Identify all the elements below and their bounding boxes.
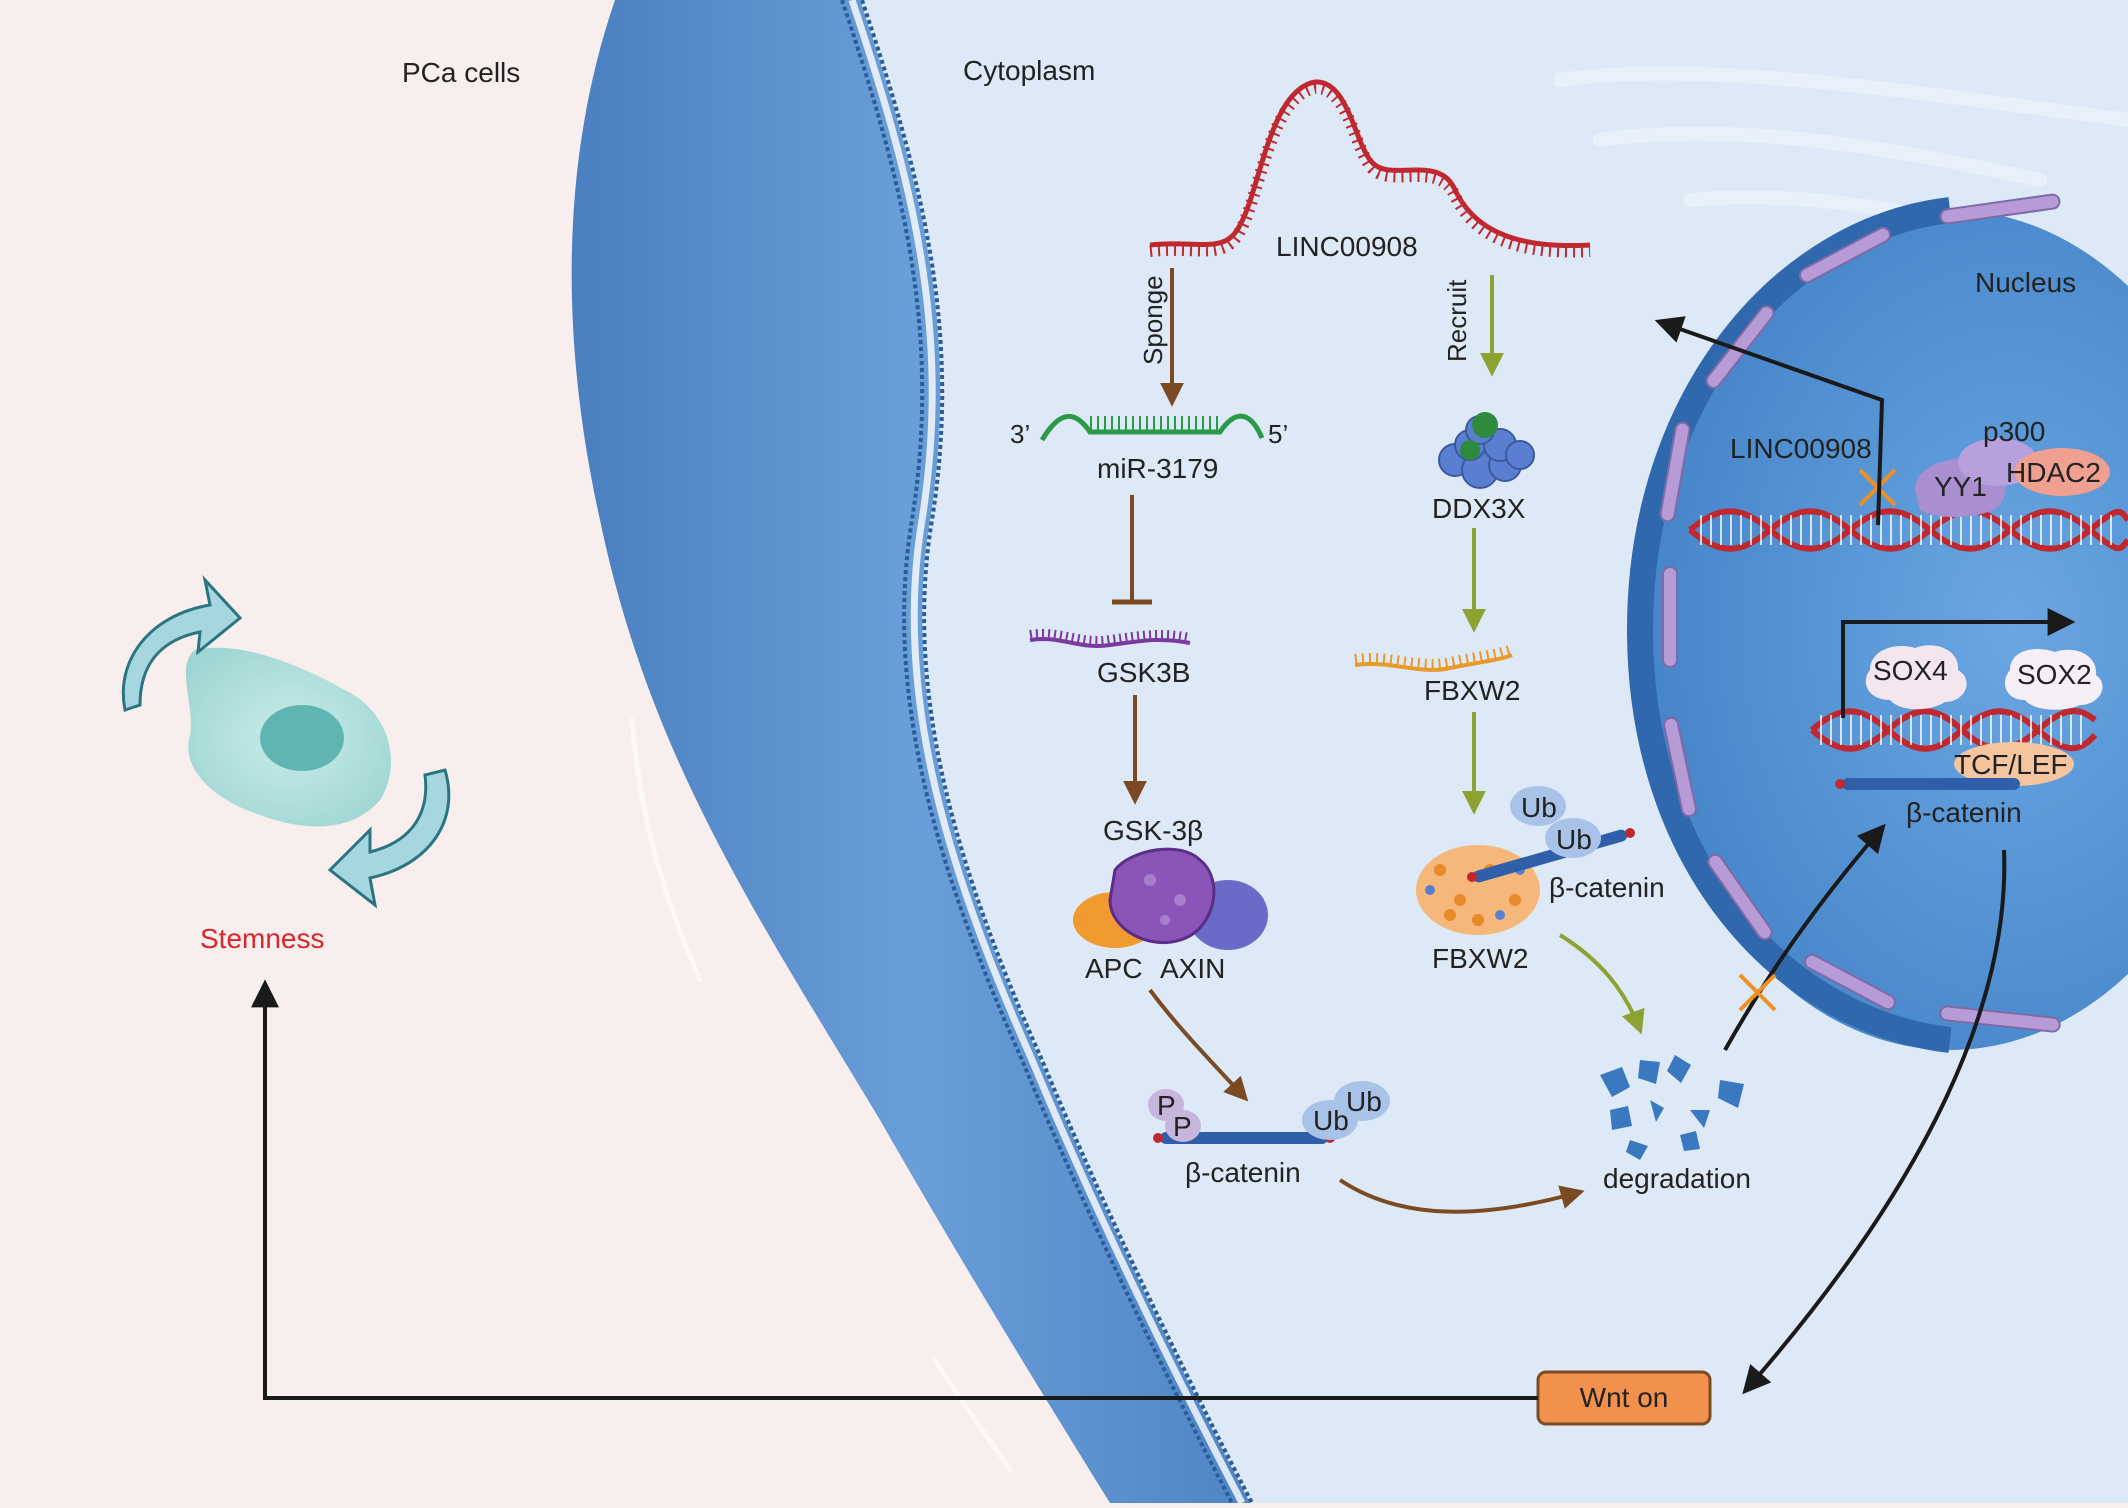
beta-catenin-p-label: β-catenin (1185, 1157, 1301, 1188)
ddx3x-protein (1438, 412, 1535, 489)
sox4-label: SOX4 (1873, 655, 1948, 686)
cytoplasm-label: Cytoplasm (963, 55, 1095, 86)
to-degradation-arrow-2 (1558, 933, 1645, 1035)
ubiquitin-2: Ub (1346, 1086, 1382, 1117)
mirna-3prime: 3’ (1010, 419, 1030, 449)
dna-upper (1688, 508, 2128, 552)
stemness-arrow (251, 979, 1538, 1400)
tcf-lef-protein (1954, 742, 2074, 786)
dna-lower (1810, 708, 2098, 752)
ddx3x-label: DDX3X (1432, 493, 1526, 524)
phospho-p1: P (1157, 1090, 1176, 1121)
fbxw2-protein-label: FBXW2 (1432, 943, 1528, 974)
nucleus (1627, 193, 2128, 1053)
phospho-p2: P (1173, 1111, 1192, 1142)
wnt-activation-arrow (1742, 849, 2007, 1395)
beta-catenin-ub-label: β-catenin (1549, 872, 1665, 903)
sox2-label: SOX2 (2017, 659, 2092, 690)
gsk3b-protein-label: GSK-3β (1103, 815, 1203, 846)
membrane-bilayer-inner (860, 0, 1254, 1504)
recruit-label: Recruit (1442, 279, 1472, 362)
nucleus-label: Nucleus (1975, 267, 2076, 298)
axin-label: AXIN (1160, 953, 1225, 984)
apc-label: APC (1085, 953, 1143, 984)
fbxw2-strand (1354, 653, 1513, 672)
beta-catenin-nuc-label: β-catenin (1906, 797, 2022, 828)
mirna-strand (1039, 413, 1265, 442)
beta-catenin-phosphorylated (1148, 1081, 1390, 1144)
sox2-protein (2005, 649, 2103, 710)
lncrna-label: LINC00908 (1276, 231, 1418, 262)
ubiquitin-1: Ub (1313, 1105, 1349, 1136)
ubiquitin-3: Ub (1521, 792, 1557, 823)
yy1-label: YY1 (1934, 471, 1987, 502)
wnt-on-box: Wnt on (1536, 1370, 1712, 1426)
ubiquitin-4: Ub (1556, 824, 1592, 855)
wnt-on-label: Wnt on (1580, 1382, 1669, 1413)
degradation-fragments (1600, 1055, 1744, 1160)
tcf-lef-label: TCF/LEF (1954, 749, 2068, 780)
block-mark-lower (1738, 973, 1777, 1012)
yy1-complex (1915, 438, 2110, 517)
p300-label: p300 (1983, 416, 2045, 447)
cell-membrane (571, 0, 1250, 1503)
hdac2-label: HDAC2 (2006, 457, 2101, 488)
gsk3b-strand (1029, 629, 1191, 646)
stem-cell-icon (121, 575, 451, 909)
phosphorylation-arrow (1148, 988, 1249, 1102)
beta-catenin-ubiquitinated (1467, 786, 1635, 883)
fbxw2-gene-label: FBXW2 (1424, 675, 1520, 706)
membrane-bilayer-outer (840, 0, 1234, 1504)
degradation-label: degradation (1603, 1163, 1751, 1194)
mirna-5prime: 5’ (1268, 419, 1288, 449)
gsk3b-gene-label: GSK3B (1097, 657, 1190, 688)
stemness-label: Stemness (200, 923, 325, 954)
transcription-arrow (1841, 608, 2076, 718)
to-degradation-arrow-1 (1338, 1178, 1585, 1214)
pca-cells-label: PCa cells (402, 57, 520, 88)
export-arrow (1654, 316, 1885, 526)
beta-catenin-nuclear (1835, 778, 2020, 790)
sponge-label: Sponge (1138, 275, 1168, 365)
sox4-protein (1865, 645, 1967, 710)
destruction-complex (1073, 847, 1268, 950)
mirna-label: miR-3179 (1097, 453, 1218, 484)
nuclear-import-arrow (1723, 823, 1886, 1051)
nuclear-lncrna-label: LINC00908 (1730, 433, 1872, 464)
